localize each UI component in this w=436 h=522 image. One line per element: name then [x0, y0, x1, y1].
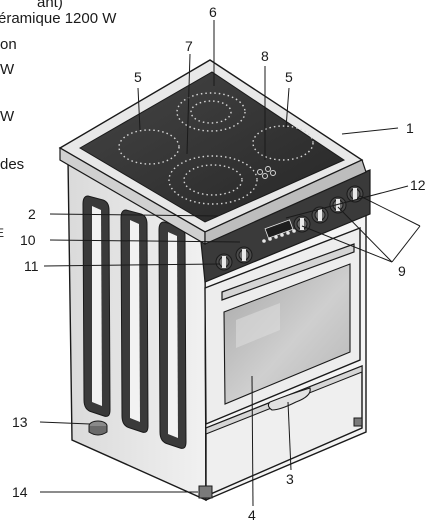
- callout-6: 6: [209, 4, 217, 20]
- cooking-zone-left: [118, 129, 180, 165]
- callout-10: 10: [20, 232, 36, 248]
- leader-lines: [39, 20, 421, 507]
- cooking-zone-right: [252, 125, 314, 161]
- knob-oven-right: [235, 246, 253, 264]
- adjustable-feet: [88, 417, 363, 499]
- callout-2: 2: [28, 206, 36, 222]
- knob-hob-1: [293, 215, 311, 233]
- ceramic-glass-surface: [79, 71, 346, 223]
- callout-5-right: 5: [285, 69, 293, 85]
- callout-8: 8: [261, 48, 269, 64]
- oven-window-reflection: [236, 303, 280, 348]
- cropped-text-line-3: on: [0, 36, 17, 53]
- knob-hob-3: [329, 196, 347, 214]
- cropped-text-line-4: W: [0, 61, 15, 78]
- knob-hob-2: [311, 206, 329, 224]
- timer-display: [264, 219, 294, 239]
- cropped-text-line-6: des: [0, 156, 25, 173]
- side-ribs: [82, 195, 187, 449]
- knob-hob-4: [346, 185, 364, 203]
- callout-1: 1: [406, 120, 414, 136]
- cropped-text-line-2: éramique 1200 W: [0, 10, 117, 27]
- callout-11: 11: [24, 258, 39, 274]
- callout-5-left: 5: [134, 69, 142, 85]
- callout-3: 3: [286, 471, 294, 487]
- callout-14: 14: [12, 484, 28, 500]
- cropped-text-line-1: ant): [37, 0, 63, 11]
- oven-door-handle: [221, 243, 355, 301]
- cooking-zone-rear-inner: [190, 100, 232, 124]
- hob-frame-right-edge: [204, 159, 367, 245]
- cooking-zones: [118, 92, 314, 205]
- front-foot: [198, 485, 213, 499]
- callout-4: 4: [248, 507, 256, 522]
- callout-labels: 1 2 3 4 5 5 6 7 8 9 10 11 12 13 14: [12, 4, 426, 522]
- drawer-handle: [267, 387, 311, 411]
- cooking-zone-rear: [176, 92, 246, 132]
- control-buttons: [262, 229, 296, 243]
- oven-window: [223, 263, 351, 405]
- callout-9: 9: [398, 263, 406, 279]
- cooking-zone-front: [168, 155, 258, 205]
- cooking-zone-front-inner: [183, 164, 243, 196]
- cropped-text-line-5: W: [0, 108, 15, 125]
- callout-13: 13: [12, 414, 28, 430]
- cropped-text-line-7: E: [0, 226, 5, 240]
- residual-heat-indicators: [257, 166, 276, 179]
- callout-12: 12: [410, 177, 426, 193]
- knob-oven-left: [215, 253, 233, 271]
- callout-7: 7: [185, 38, 193, 54]
